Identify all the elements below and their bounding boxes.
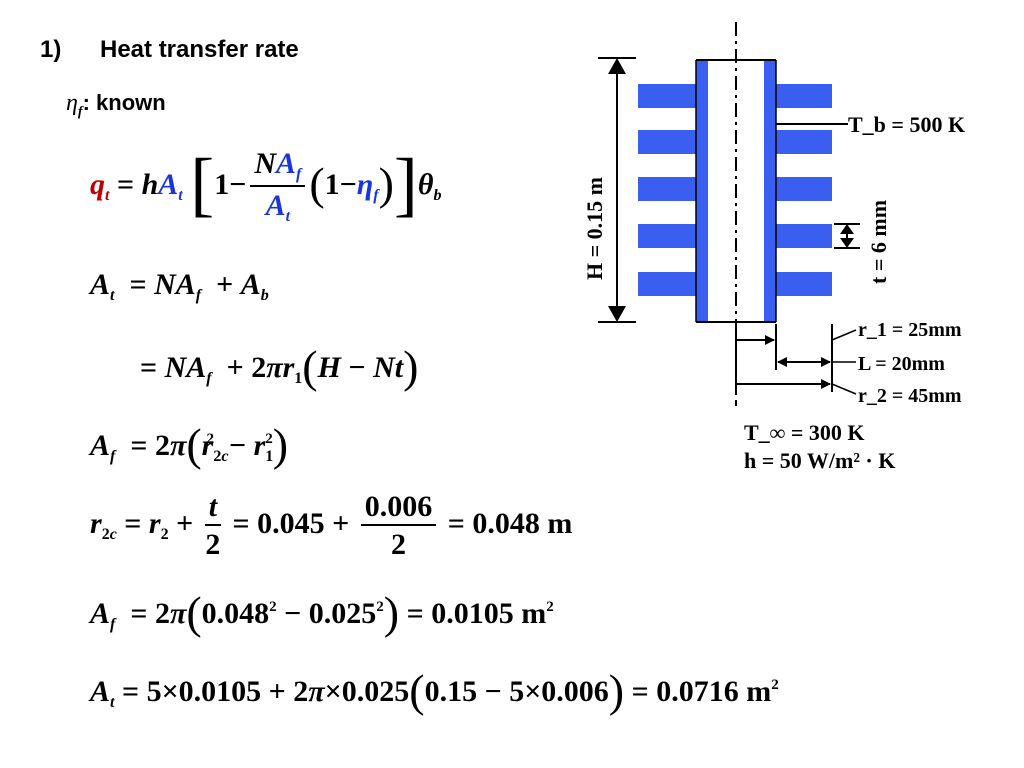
right-fins bbox=[776, 84, 832, 296]
fin-area-definition: Af = 2π(r2c2 − r12) bbox=[90, 419, 289, 470]
section-number: 1) bbox=[40, 36, 62, 63]
section-title: Heat transfer rate bbox=[100, 36, 299, 63]
total-area-value: At = 5×0.0105 + 2π×0.025(0.15 − 5×0.006)… bbox=[90, 665, 779, 716]
eta-subscript: f bbox=[77, 104, 83, 120]
eta-symbol: η bbox=[66, 90, 78, 116]
base-temperature-label: T_b = 500 K bbox=[848, 112, 965, 137]
known-text: : known bbox=[82, 90, 166, 115]
total-area-expansion: = NAf + 2πr1(H − Nt) bbox=[140, 341, 419, 392]
total-area-definition: At = NAf + Ab bbox=[90, 268, 269, 304]
height-label: H = 0.15 m bbox=[582, 177, 607, 280]
tube-wall-right bbox=[764, 60, 776, 322]
inner-radius-label: r_1 = 25mm bbox=[858, 319, 962, 341]
outer-radius-label: r_2 = 45mm bbox=[858, 385, 962, 407]
section-heading: 1) Heat transfer rate bbox=[40, 36, 299, 64]
fin-length-label: L = 20mm bbox=[858, 353, 945, 375]
thickness-label: t = 6 mm bbox=[866, 200, 891, 284]
convection-coefficient-label: h = 50 W/m² · K bbox=[744, 448, 895, 473]
fin-area-value: Af = 2π(0.0482 − 0.0252) = 0.0105 m2 bbox=[90, 587, 554, 638]
tube-wall-left bbox=[696, 60, 708, 322]
left-fins bbox=[638, 84, 696, 296]
ambient-temperature-label: T_∞ = 300 K bbox=[744, 420, 865, 445]
efficiency-known-note: ηf: known bbox=[66, 90, 166, 120]
